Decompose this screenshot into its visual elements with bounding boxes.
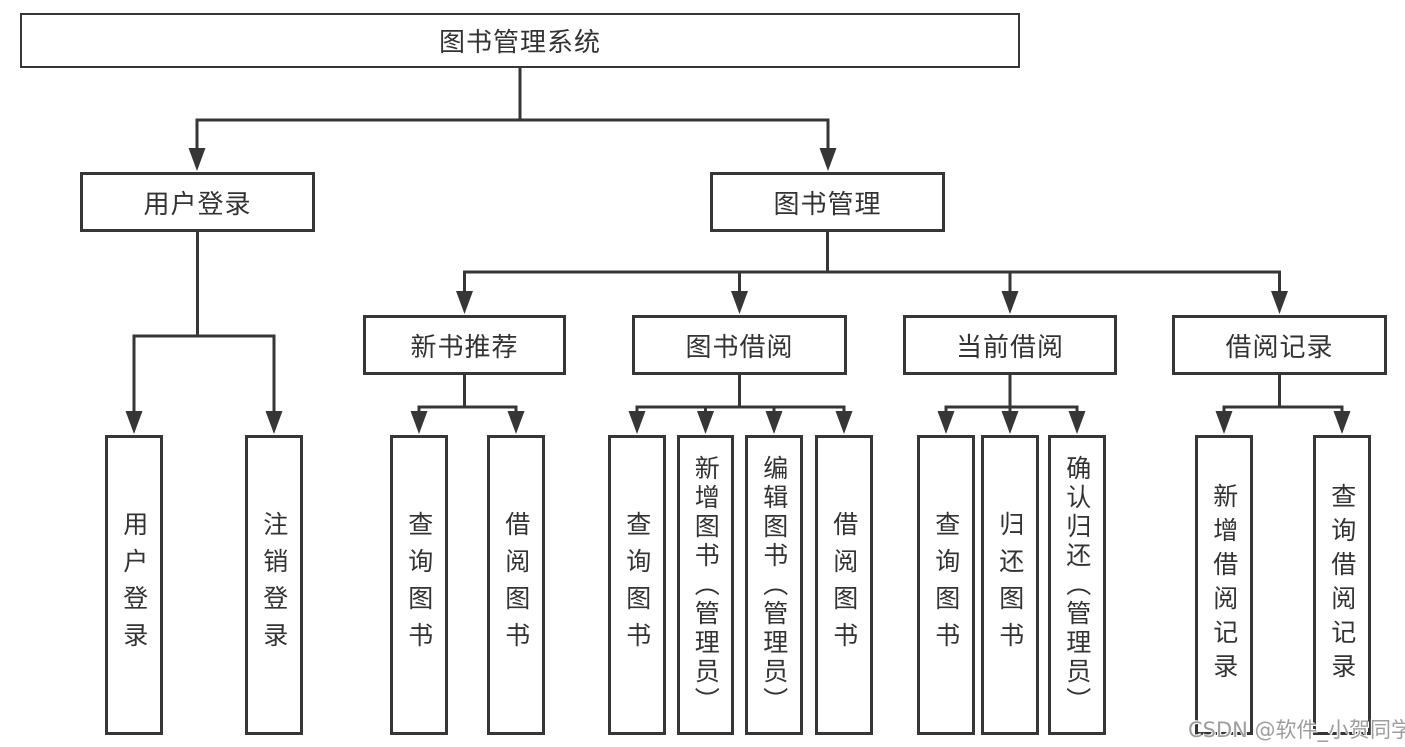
leaf-newbook-search-books: 查询图书 bbox=[390, 435, 448, 735]
node-label: 查询图书 bbox=[404, 511, 434, 659]
node-label: 用户登录 bbox=[143, 189, 252, 220]
csdn-watermark: CSDN @软件_小贺同学 bbox=[1188, 718, 1405, 742]
node-label: 借阅记录 bbox=[1225, 332, 1334, 363]
arrow-icon bbox=[628, 411, 646, 434]
node-label: 新书推荐 bbox=[410, 332, 519, 363]
node-label: 注销登录 bbox=[259, 511, 289, 659]
leaf-current-search-books: 查询图书 bbox=[917, 435, 975, 735]
arrow-icon bbox=[1271, 291, 1288, 314]
connector-bookmgmt-to-level3 bbox=[463, 232, 1281, 292]
leaf-newbook-borrow-books: 借阅图书 bbox=[487, 435, 545, 735]
node-label: 编辑图书（管理员） bbox=[759, 454, 789, 716]
arrowheads bbox=[125, 148, 1351, 434]
node-borrowing-records: 借阅记录 bbox=[1172, 315, 1387, 375]
arrow-icon bbox=[731, 291, 748, 314]
arrow-icon bbox=[507, 411, 525, 434]
node-label: 新增图书（管理员） bbox=[691, 454, 721, 716]
node-book-management: 图书管理 bbox=[710, 172, 945, 232]
arrow-icon bbox=[765, 411, 783, 434]
node-label: 新增借阅记录 bbox=[1209, 483, 1239, 687]
leaf-borrow-books: 借阅图书 bbox=[815, 435, 873, 735]
leaf-edit-books-admin: 编辑图书（管理员） bbox=[745, 435, 803, 735]
node-label: 图书借阅 bbox=[685, 332, 794, 363]
arrow-icon bbox=[1001, 411, 1019, 434]
arrow-icon bbox=[819, 148, 837, 171]
arrow-icon bbox=[125, 411, 143, 434]
node-label: 图书管理系统 bbox=[438, 28, 601, 58]
leaf-return-books: 归还图书 bbox=[981, 435, 1039, 735]
leaf-search-borrow-record: 查询借阅记录 bbox=[1313, 435, 1371, 735]
connector-bookborrow-to-leaves bbox=[635, 375, 846, 411]
node-label: 图书管理 bbox=[773, 189, 882, 220]
arrow-icon bbox=[410, 411, 428, 434]
arrow-icon bbox=[1215, 411, 1233, 434]
node-label: 确认归还（管理员） bbox=[1062, 454, 1092, 716]
leaf-add-books-admin: 新增图书（管理员） bbox=[677, 435, 734, 735]
leaf-borrow-search-books: 查询图书 bbox=[608, 435, 666, 735]
leaf-confirm-return-admin: 确认归还（管理员） bbox=[1048, 435, 1106, 735]
node-current-borrowing: 当前借阅 bbox=[903, 315, 1117, 375]
node-label: 当前借阅 bbox=[955, 332, 1064, 363]
node-new-book-recommendation: 新书推荐 bbox=[363, 315, 566, 375]
node-label: 查询借阅记录 bbox=[1327, 483, 1357, 687]
leaf-user-login: 用户登录 bbox=[105, 435, 163, 735]
leaf-add-borrow-record: 新增借阅记录 bbox=[1195, 435, 1253, 735]
connector-newbookrec-to-leaves bbox=[417, 375, 518, 411]
arrow-icon bbox=[188, 148, 206, 171]
connector-userlogin-to-leaves bbox=[132, 232, 276, 412]
node-label: 归还图书 bbox=[995, 511, 1025, 659]
node-label: 借阅图书 bbox=[829, 511, 859, 659]
connector-root-to-level2 bbox=[195, 68, 830, 148]
node-library-management-system: 图书管理系统 bbox=[20, 13, 1020, 68]
arrow-icon bbox=[456, 291, 473, 314]
node-book-borrowing: 图书借阅 bbox=[632, 315, 847, 375]
leaf-logout: 注销登录 bbox=[245, 435, 303, 735]
arrow-icon bbox=[937, 411, 955, 434]
arrow-icon bbox=[1068, 411, 1086, 434]
arrow-icon bbox=[697, 411, 714, 434]
node-label: 查询图书 bbox=[931, 511, 961, 659]
node-label: 借阅图书 bbox=[501, 511, 531, 659]
arrow-icon bbox=[1001, 291, 1019, 314]
connector-borrowrecords-to-leaves bbox=[1222, 375, 1344, 411]
arrow-icon bbox=[265, 411, 283, 434]
node-user-login: 用户登录 bbox=[80, 172, 315, 232]
arrow-icon bbox=[1333, 411, 1351, 434]
arrow-icon bbox=[835, 411, 853, 434]
node-label: 查询图书 bbox=[622, 511, 652, 659]
connector-currentborrow-to-leaves bbox=[944, 375, 1079, 411]
node-label: 用户登录 bbox=[119, 511, 149, 659]
